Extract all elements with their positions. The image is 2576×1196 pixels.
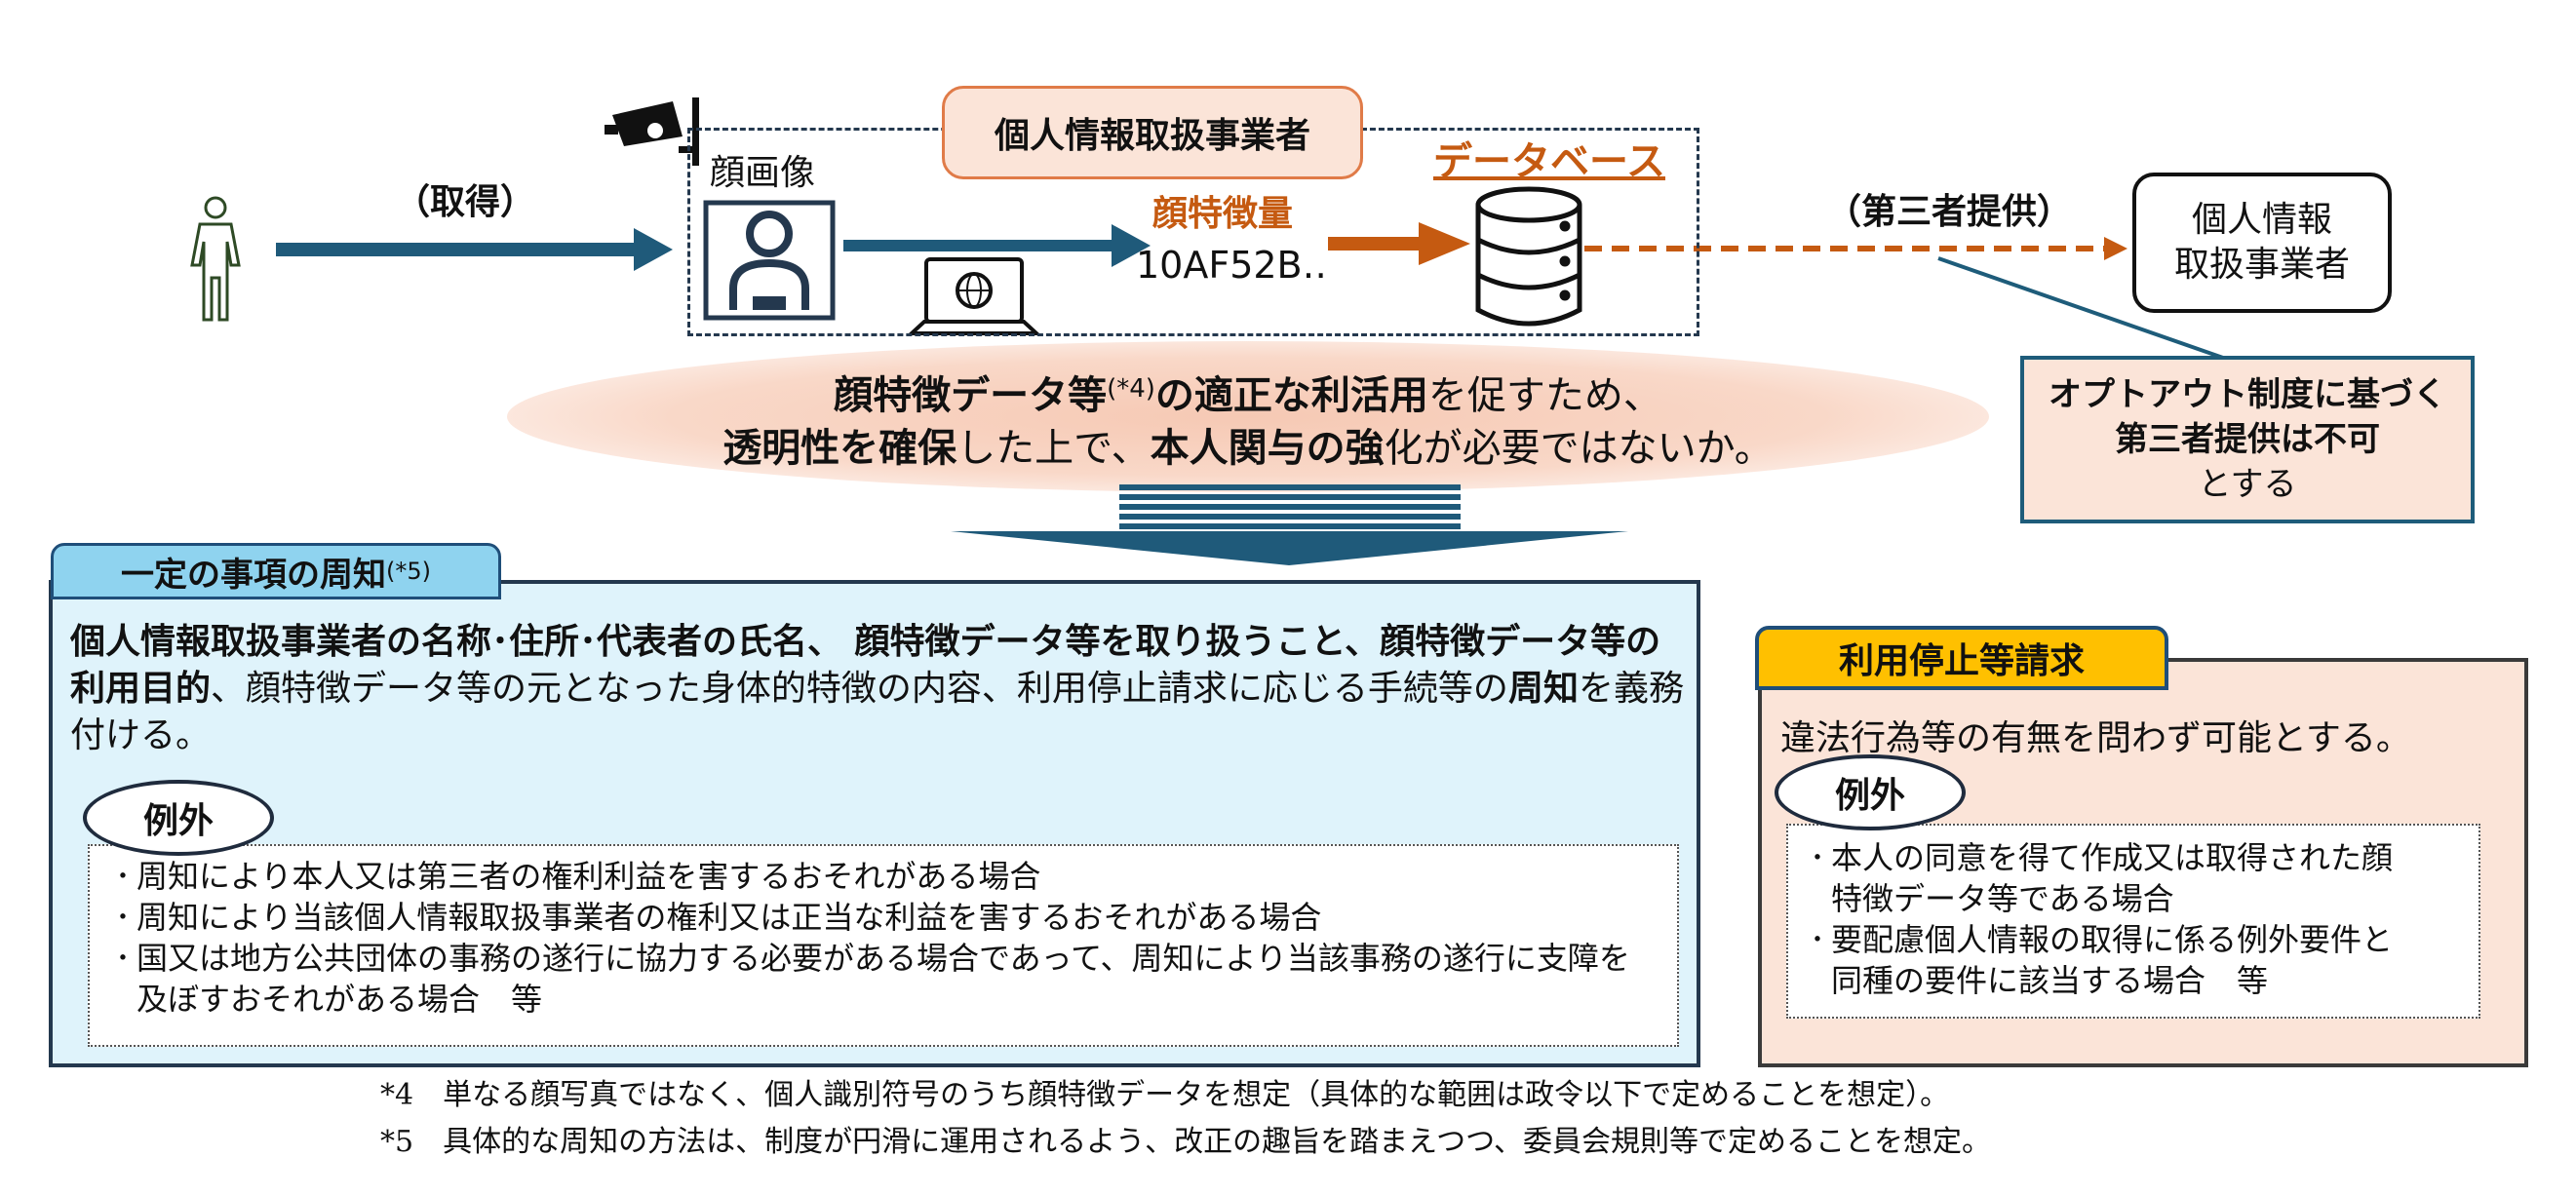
footnote-4: *4 単なる顔写真ではなく、個人識別符号のうち顔特徴データを想定（具体的な範囲は… (380, 1078, 1950, 1112)
key-message-l2-b: した上で、 (956, 426, 1151, 471)
notice-exception-box: ･周知により本人又は第三者の権利利益を害するおそれがある場合 ･周知により当該個… (88, 844, 1679, 1047)
third-party-arrow (1584, 237, 2127, 260)
request-exception-label: 例外 (1775, 754, 1966, 830)
key-message-l2-a: 透明性を確保 (722, 426, 957, 471)
key-message: 顔特徴データ等(*4)の適正な利活用を促すため、 透明性を確保した上で、本人関与… (546, 363, 1950, 475)
request-exception-2: 要配慮個人情報の取得に係る例外要件と同種の要件に該当する場合 等 (1831, 921, 2394, 999)
list-item: ･本人の同意を得て作成又は取得された顔特徴データ等である場合 (1810, 837, 2414, 919)
footnote-5: *5 具体的な周知の方法は、制度が円滑に運用されるよう、改正の趣旨を踏まえつつ、… (380, 1125, 1991, 1159)
footnotes: *4 単なる顔写真ではなく、個人識別符号のうち顔特徴データを想定（具体的な範囲は… (380, 1072, 1991, 1166)
key-message-ellipse (507, 341, 1989, 492)
database-label: データベース (1433, 139, 1665, 184)
key-message-l1-a: 顔特徴データ等 (834, 373, 1108, 418)
face-image-icon (703, 200, 836, 321)
acquire-label: （取得） (395, 182, 536, 222)
list-item: ･周知により当該個人情報取扱事業者の権利又は正当な利益を害するおそれがある場合 (115, 897, 1677, 938)
notice-body: 個人情報取扱事業者の名称･住所･代表者の氏名、 顔特徴データ等を取り扱うこと、顔… (70, 619, 1689, 759)
key-message-line1: 顔特徴データ等(*4)の適正な利活用を促すため、 (546, 363, 1950, 422)
database-icon (1475, 186, 1582, 327)
notice-body-bold1: 個人情報取扱事業者の名称･住所･代表者の氏名、 顔特徴データ等を取り扱うこと、顔… (70, 622, 1661, 709)
list-item: ･要配慮個人情報の取得に係る例外要件と同種の要件に該当する場合 等 (1810, 919, 2414, 1001)
notice-body-normal2: を義務付ける。 (70, 669, 1684, 755)
notice-tab-title: 一定の事項の周知 (121, 555, 386, 595)
notice-exception-3: 国又は地方公共団体の事務の遂行に協力する必要がある場合であって、周知により当該事… (137, 940, 1630, 1018)
acquire-arrow (276, 228, 673, 271)
list-item: ･国又は地方公共団体の事務の遂行に協力する必要がある場合であって、周知により当該… (115, 938, 1636, 1020)
laptop-icon (906, 257, 1042, 335)
key-message-l2-c: 本人関与の強 (1150, 426, 1385, 471)
notice-tab-sup: (*5) (386, 558, 431, 585)
person-icon (190, 196, 241, 322)
recipient-business-box: 個人情報 取扱事業者 (2132, 173, 2392, 313)
optout-line1: オプトアウト制度に基づく (2049, 375, 2446, 414)
third-party-label: （第三者提供） (1826, 192, 2073, 232)
business-title: 個人情報取扱事業者 (942, 86, 1363, 179)
key-message-l1-c: を促すため、 (1427, 373, 1662, 418)
notice-exception-label: 例外 (83, 780, 274, 856)
feature-hash-text: 10AF52B‥ (1136, 244, 1327, 287)
notice-exception-2: 周知により当該個人情報取扱事業者の権利又は正当な利益を害するおそれがある場合 (137, 899, 1322, 936)
list-item: ･周知により本人又は第三者の権利利益を害するおそれがある場合 (115, 856, 1677, 897)
optout-callout: オプトアウト制度に基づく 第三者提供は不可 とする (2020, 356, 2475, 523)
request-tab: 利用停止等請求 (1755, 626, 2168, 690)
notice-body-normal1: 、顔特徴データ等の元となった身体的特徴の内容、利用停止請求に応じる手続等の (211, 669, 1508, 709)
store-arrow (1328, 222, 1470, 265)
down-arrow (951, 484, 1628, 565)
optout-line3: とする (2198, 465, 2297, 504)
key-message-sup: (*4) (1107, 374, 1155, 404)
request-body: 違法行為等の有無を問わず可能とする。 (1780, 718, 2411, 758)
request-exception-1: 本人の同意を得て作成又は取得された顔特徴データ等である場合 (1831, 839, 2394, 917)
notice-exception-1: 周知により本人又は第三者の権利利益を害するおそれがある場合 (137, 858, 1041, 895)
request-exception-box: ･本人の同意を得て作成又は取得された顔特徴データ等である場合 ･要配慮個人情報の… (1786, 824, 2480, 1019)
key-message-line2: 透明性を確保した上で、本人関与の強化が必要ではないか。 (546, 422, 1950, 475)
camera-icon (605, 97, 699, 166)
face-feature-label: 顔特徴量 (1152, 194, 1294, 234)
optout-connector (1937, 256, 2224, 360)
face-image-label: 顔画像 (710, 153, 816, 193)
optout-line2: 第三者提供は不可 (2115, 420, 2380, 459)
recipient-line1: 個人情報 (2191, 200, 2332, 240)
notice-body-bold2: 周知 (1507, 669, 1579, 709)
key-message-l2-d: 化が必要ではないか。 (1384, 426, 1774, 471)
extract-arrow (843, 224, 1151, 267)
key-message-l1-b: の適正な利活用 (1154, 373, 1428, 418)
recipient-line2: 取扱事業者 (2173, 245, 2350, 285)
notice-tab: 一定の事項の周知(*5) (51, 543, 501, 599)
